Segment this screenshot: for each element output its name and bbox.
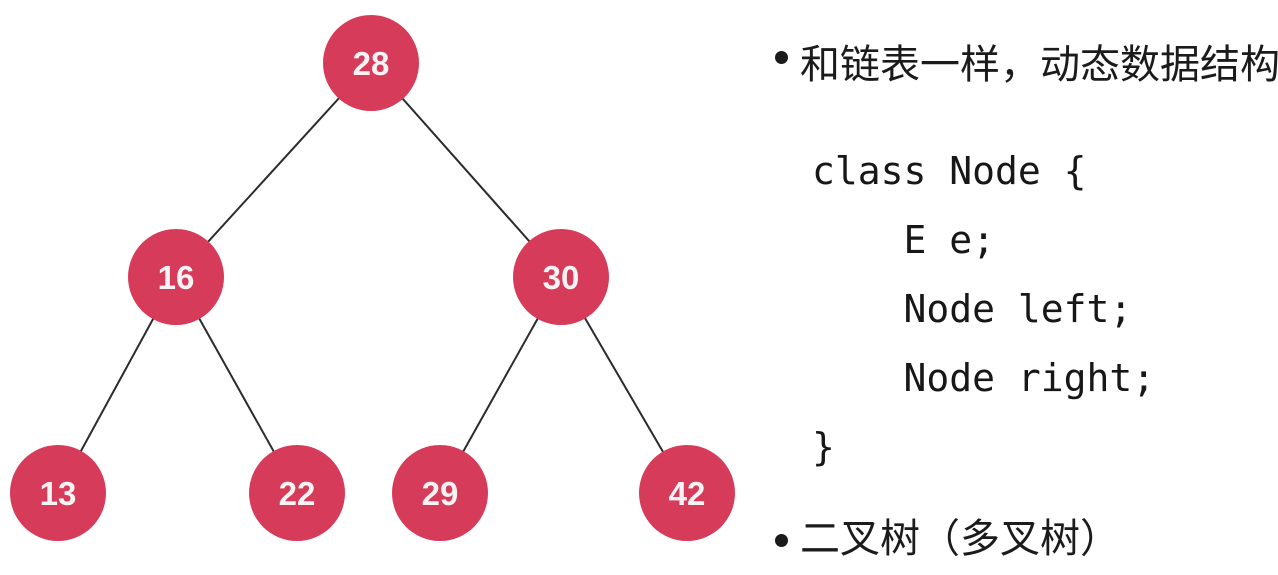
tree-node-label: 30 [543,259,580,296]
bullet-dot [775,534,788,547]
tree-node-label: 28 [353,45,390,82]
tree-node-circle [249,445,345,541]
tree-node-30: 30 [513,229,609,325]
tree-node-28: 28 [323,15,419,111]
binary-tree-diagram: 28 16 30 13 22 29 42 [10,15,735,541]
tree-node-circle [10,445,106,541]
tree-node-label: 29 [422,475,459,512]
code-line-field-e: E e; [812,217,996,262]
note-dynamic-structure: 和链表一样，动态数据结构 [800,43,1278,87]
tree-node-label: 13 [40,475,77,512]
tree-node-13: 13 [10,445,106,541]
tree-node-circle [392,445,488,541]
tree-node-label: 42 [669,475,706,512]
tree-node-circle [128,229,224,325]
code-line-class-declaration: class Node { [812,148,1087,193]
tree-node-circle [513,229,609,325]
code-line-field-left: Node left; [812,286,1133,331]
tree-node-42: 42 [639,445,735,541]
code-line-field-right: Node right; [812,355,1156,400]
tree-node-29: 29 [392,445,488,541]
tree-edge-28-16 [175,62,372,278]
tree-node-22: 22 [249,445,345,541]
note-binary-tree: 二叉树（多叉树） [800,517,1120,561]
tree-node-16: 16 [128,229,224,325]
bullet-dot [775,51,788,64]
code-line-closing-brace: } [812,424,835,469]
tree-node-circle [639,445,735,541]
tree-node-label: 16 [158,259,195,296]
node-class-code-block: class Node { E e; Node left; Node right;… [812,136,1155,481]
tree-node-circle [323,15,419,111]
tree-node-label: 22 [279,475,316,512]
